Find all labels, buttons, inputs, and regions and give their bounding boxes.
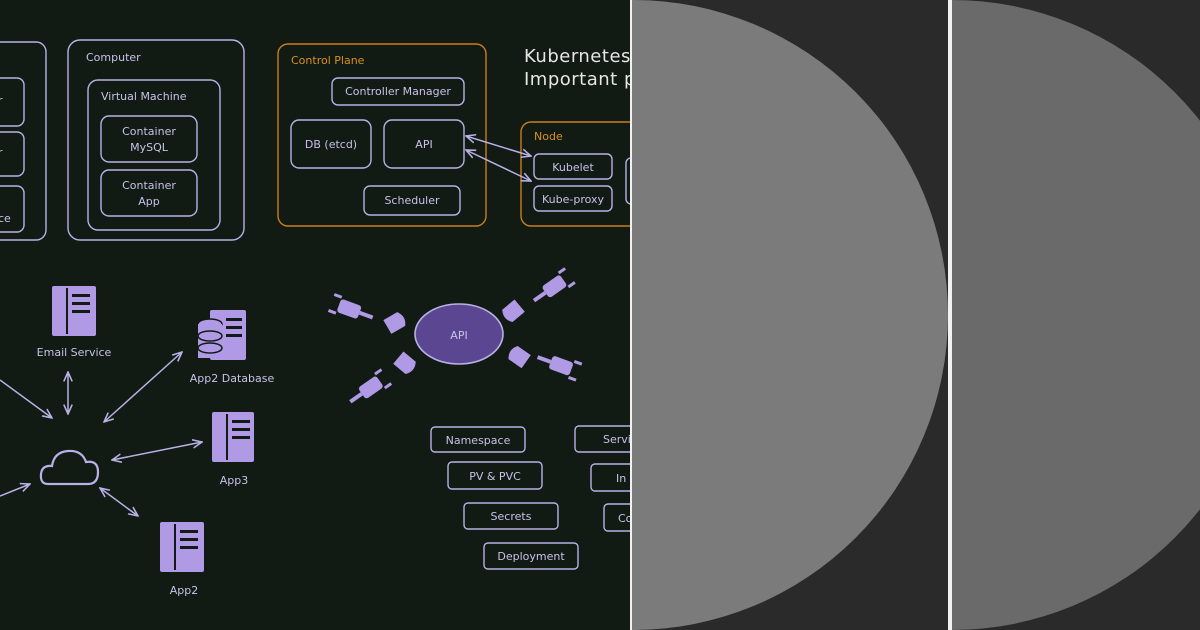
socket-icon-lower-left [393, 351, 416, 374]
socket-icon-lower-right [508, 346, 531, 369]
namespace-label: Namespace [446, 434, 511, 447]
pv-pvc-label: PV & PVC [469, 470, 521, 483]
left-box-label-2: r [0, 146, 3, 159]
left-outer-box [0, 41, 47, 241]
app2-database-icon [197, 310, 246, 360]
app2-database-label: App2 Database [190, 372, 275, 385]
arrow-cloud-database [104, 352, 182, 422]
scheduler-box [363, 185, 461, 216]
half-disc-right [952, 0, 1200, 630]
computer-box [67, 39, 245, 241]
computer-title: Computer [86, 51, 141, 64]
container-mysql-line2: MySQL [130, 141, 169, 154]
container-mysql-box [100, 115, 198, 163]
deployment-label: Deployment [497, 550, 565, 563]
resource-group: Namespace PV & PVC Secrets Deployment Se… [430, 425, 630, 570]
ingress-label-cut: In [616, 472, 626, 485]
secrets-label: Secrets [491, 510, 532, 523]
network-group: Email Service App2 Database [0, 286, 274, 597]
control-plane-box [277, 43, 487, 227]
left-box-label-1: r [0, 94, 3, 107]
configmap-box-cut [603, 503, 630, 532]
arrow-offscreen-bottom [0, 484, 30, 497]
app2-server-icon [160, 522, 204, 572]
kubelet-label: Kubelet [552, 161, 594, 174]
cp-api-label: API [415, 138, 432, 151]
api-hub-group: API [327, 267, 583, 404]
node-group: Node Kubelet Kube-proxy [520, 121, 630, 227]
ingress-box-cut [590, 463, 630, 492]
socket-icon-upper-left [383, 312, 406, 334]
node-title: Node [534, 130, 563, 143]
scheduler-label: Scheduler [384, 194, 440, 207]
diagram-canvas: r r ce Computer Virtual Machine Containe… [0, 39, 630, 597]
plug-icon-lower-right [536, 355, 583, 382]
pane-divider-2 [948, 0, 952, 630]
left-cutoff-group: r r ce [0, 41, 47, 241]
virtual-machine-box [87, 79, 221, 231]
cp-api-box [383, 119, 465, 169]
db-etcd-box [290, 119, 372, 169]
db-etcd-label: DB (etcd) [305, 138, 357, 151]
plug-icon-upper-right [532, 267, 576, 303]
control-plane-group: Control Plane Controller Manager DB (etc… [277, 43, 487, 227]
pv-pvc-box [447, 461, 543, 490]
heading-line1: Kubernetes [524, 46, 630, 67]
email-service-server-icon [52, 286, 96, 336]
half-disc-left [632, 0, 948, 630]
preview-pane-left [632, 0, 948, 630]
kube-proxy-box [533, 185, 613, 212]
namespace-box [430, 426, 526, 453]
heading-line2: Important p [524, 69, 630, 90]
socket-icon-upper-right [502, 299, 525, 322]
deployment-box [483, 542, 579, 570]
control-plane-title: Control Plane [291, 54, 365, 67]
left-box-label-3: ce [0, 212, 11, 225]
service-label-cut: Servi [603, 433, 630, 446]
email-service-label: Email Service [37, 346, 112, 359]
left-inner-box-2 [0, 131, 25, 177]
arrow-api-kubeproxy [466, 150, 531, 181]
left-inner-box-1 [0, 77, 25, 127]
configmap-label-cut: Co [618, 512, 630, 525]
api-hub-label: API [450, 329, 467, 342]
controller-manager-box [331, 77, 465, 106]
app2-label: App2 [170, 584, 199, 597]
kubernetes-diagram-board: r r ce Computer Virtual Machine Containe… [0, 0, 630, 630]
preview-pane-right [952, 0, 1200, 630]
virtual-machine-title: Virtual Machine [101, 90, 187, 103]
container-app-line1: Container [122, 179, 176, 192]
arrow-cloud-app3 [112, 442, 202, 460]
controller-manager-label: Controller Manager [345, 85, 451, 98]
kubelet-box [533, 153, 613, 180]
plug-icon-lower-left [349, 368, 393, 404]
container-mysql-line1: Container [122, 125, 176, 138]
cloud-icon [39, 449, 100, 486]
app3-label: App3 [220, 474, 249, 487]
container-app-line2: App [138, 195, 160, 208]
node-cut-box [625, 157, 630, 205]
plug-icon-upper-left [327, 293, 374, 320]
app3-server-icon [212, 412, 254, 462]
service-box-cut [574, 425, 630, 453]
arrow-cloud-app2 [100, 488, 138, 516]
api-hub-ellipse [414, 303, 504, 365]
secrets-box [463, 502, 559, 530]
container-app-box [100, 169, 198, 217]
left-inner-box-3 [0, 185, 25, 233]
arrow-offscreen-top [0, 379, 52, 418]
computer-group: Computer Virtual Machine Container MySQL… [67, 39, 245, 241]
kube-proxy-label: Kube-proxy [542, 193, 605, 206]
